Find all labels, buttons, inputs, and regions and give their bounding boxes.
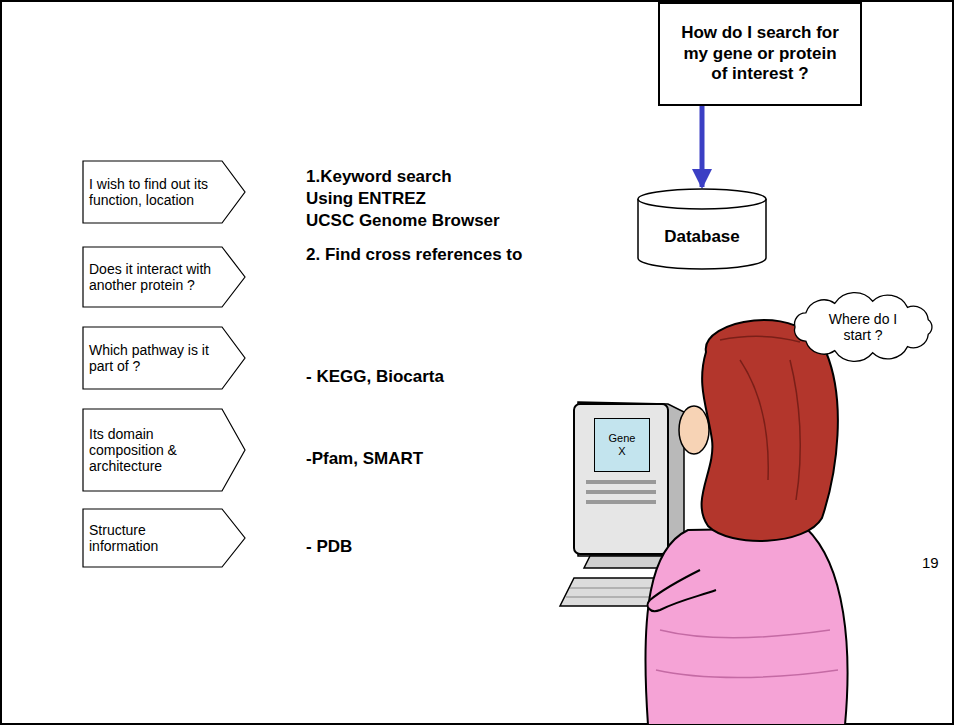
node-text: Which pathway is it part of ? <box>89 342 218 374</box>
answer-text: UCSC Genome Browser <box>306 210 500 231</box>
node-text: I wish to find out its function, locatio… <box>89 176 218 208</box>
node-text: Its domain composition & architecture <box>89 426 218 474</box>
flow-arrow <box>700 106 705 187</box>
node-text: Does it interact with another protein ? <box>89 261 218 293</box>
page-number: 19 <box>922 554 939 573</box>
answer-text: 1.Keyword search <box>306 166 452 187</box>
question-box: How do I search for my gene or protein o… <box>658 2 862 106</box>
answer-text: - KEGG, Biocarta <box>306 366 444 387</box>
node-text: Gene X <box>605 432 639 457</box>
node-text: Where do I start ? <box>819 311 907 343</box>
node-text: Structure information <box>89 522 218 554</box>
question-arrow: Does it interact with another protein ? <box>82 246 246 308</box>
monitor-screen: Gene X <box>594 418 650 472</box>
answer-text: Using ENTREZ <box>306 188 426 209</box>
thought-cloud: Where do I start ? <box>787 294 939 360</box>
answer-text: - PDB <box>306 536 352 557</box>
question-arrow: Its domain composition & architecture <box>82 408 246 492</box>
question-arrow: I wish to find out its function, locatio… <box>82 160 246 224</box>
question-arrow: Structure information <box>82 508 246 568</box>
database-cylinder: Database <box>637 188 767 270</box>
node-text: Database <box>643 227 761 247</box>
node-text: How do I search for my gene or protein o… <box>674 23 846 84</box>
question-arrow: Which pathway is it part of ? <box>82 326 246 390</box>
answer-text: 2. Find cross references to <box>306 244 522 265</box>
answer-text: -Pfam, SMART <box>306 448 423 469</box>
woman-figure <box>645 320 847 725</box>
